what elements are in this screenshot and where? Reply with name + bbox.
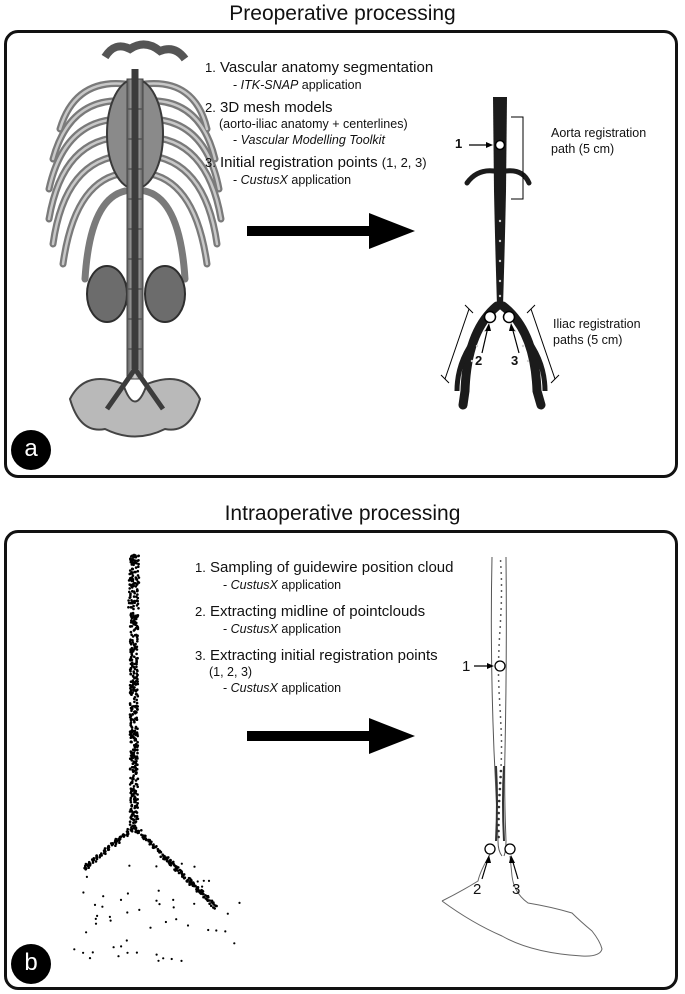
step-title-suffix: (1, 2, 3) xyxy=(381,155,427,170)
step-sub-rest: application xyxy=(277,681,342,695)
step-title: Extracting initial registration points xyxy=(210,647,438,664)
step-sub-rest: application xyxy=(287,173,352,187)
software-name: CustusX xyxy=(230,681,278,695)
step-sub-prefix: - xyxy=(233,173,241,187)
label-line: paths (5 cm) xyxy=(553,333,623,347)
process-arrow xyxy=(247,718,415,754)
intraop-step-2: 2. Extracting midline of pointclouds - C… xyxy=(195,603,495,637)
step-number: 1. xyxy=(195,560,206,575)
step-sub-rest: application xyxy=(277,578,342,592)
step-title: Extracting midline of pointclouds xyxy=(210,603,426,620)
step-sub-rest: application xyxy=(298,78,362,92)
software-name: ITK-SNAP xyxy=(240,78,299,92)
step-title: Vascular anatomy segmentation xyxy=(220,59,434,76)
step-sub-prefix: - xyxy=(233,78,241,92)
guidewire-point-cloud-image xyxy=(73,553,241,962)
step-sub-rest: application xyxy=(277,622,342,636)
panel-badge-b: b xyxy=(11,944,51,984)
aorta-registration-label: Aorta registration path (5 cm) xyxy=(551,125,646,157)
step-sub-prefix: - xyxy=(223,578,231,592)
software-name: Vascular Modelling Toolkit xyxy=(240,133,385,147)
preoperative-title: Preoperative processing xyxy=(229,2,456,25)
step-number: 2. xyxy=(205,100,216,115)
ct-volume-rendering-image xyxy=(45,40,225,438)
aorto-iliac-mesh-model xyxy=(440,97,560,410)
registration-point-label-3: 3 xyxy=(511,353,519,368)
software-name: CustusX xyxy=(230,622,278,636)
registration-point-label-1: 1 xyxy=(462,658,471,675)
panel-badge-a: a xyxy=(11,430,51,470)
intraop-step-1: 1. Sampling of guidewire position cloud … xyxy=(195,559,495,593)
process-arrow xyxy=(247,213,415,249)
preop-step-1: 1. Vascular anatomy segmentation - ITK-S… xyxy=(205,59,485,93)
registration-point-label-2: 2 xyxy=(473,881,482,898)
registration-point-label-2: 2 xyxy=(475,353,483,368)
extracted-midline-image xyxy=(441,556,603,957)
label-line: Aorta registration xyxy=(551,126,647,140)
intraoperative-panel: 1. Sampling of guidewire position cloud … xyxy=(4,530,678,990)
intraop-step-3: 3. Extracting initial registration point… xyxy=(195,647,495,696)
intraoperative-steps: 1. Sampling of guidewire position cloud … xyxy=(195,559,495,696)
preop-step-3: 3. Initial registration points (1, 2, 3)… xyxy=(205,154,485,188)
preoperative-panel: 1. Vascular anatomy segmentation - ITK-S… xyxy=(4,30,678,478)
step-sub-prefix: - xyxy=(233,133,241,147)
step-number: 3. xyxy=(205,155,216,170)
step-note: (1, 2, 3) xyxy=(209,665,253,679)
preop-step-2: 2. 3D mesh models (aorto-iliac anatomy +… xyxy=(205,99,485,148)
label-line: path (5 cm) xyxy=(551,142,615,156)
preoperative-steps: 1. Vascular anatomy segmentation - ITK-S… xyxy=(205,59,485,188)
registration-point-label-1: 1 xyxy=(455,136,463,151)
step-sub-prefix: - xyxy=(223,681,231,695)
step-title: Initial registration points xyxy=(220,154,378,171)
label-line: Iliac registration xyxy=(553,317,641,331)
registration-point-label-3: 3 xyxy=(512,881,521,898)
step-title: 3D mesh models xyxy=(220,99,333,116)
step-note: (aorto-iliac anatomy + centerlines) xyxy=(219,117,408,131)
step-number: 2. xyxy=(195,604,206,619)
step-title: Sampling of guidewire position cloud xyxy=(210,559,454,576)
iliac-registration-label: Iliac registration paths (5 cm) xyxy=(553,316,641,348)
step-sub-prefix: - xyxy=(223,622,231,636)
step-number: 1. xyxy=(205,60,216,75)
software-name: CustusX xyxy=(230,578,278,592)
step-number: 3. xyxy=(195,648,206,663)
intraoperative-title: Intraoperative processing xyxy=(224,502,461,525)
software-name: CustusX xyxy=(240,173,288,187)
